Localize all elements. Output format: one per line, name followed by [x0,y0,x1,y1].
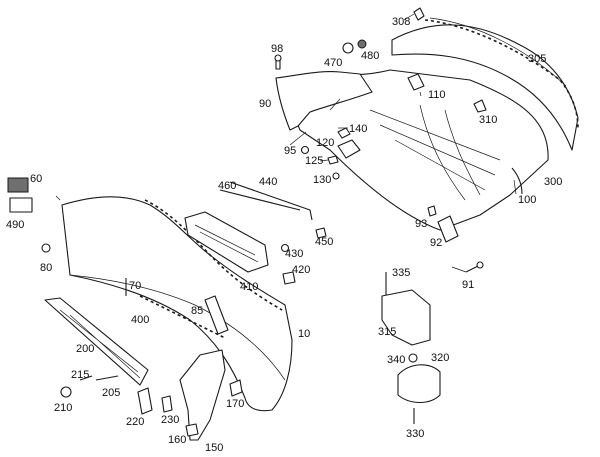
label-200: 200 [76,343,94,355]
label-440: 440 [259,176,277,188]
part-92-bracket [437,215,459,243]
leader-lines [55,13,517,273]
label-400: 400 [131,314,149,326]
label-80: 80 [40,262,52,274]
part-410-frame [184,211,269,273]
part-170-clip [229,379,243,397]
part-98-screw [274,54,282,70]
part-310-clip [473,99,487,113]
label-230: 230 [161,414,179,426]
part-80-nut [41,243,51,253]
label-130: 130 [313,174,331,186]
label-340: 340 [387,354,405,366]
part-215-bolt [79,375,93,381]
part-400-strip [139,295,226,339]
part-460-rail [219,189,301,211]
label-91: 91 [462,279,474,291]
label-110: 110 [428,89,446,101]
part-470-sensor [342,42,354,54]
part-110-bracket [407,73,425,91]
part-205-screw [95,375,119,381]
label-308: 308 [392,16,410,28]
part-420-clip [282,271,296,285]
part-340-nut [408,353,418,363]
part-210-washer [60,386,72,398]
label-215: 215 [71,369,89,381]
label-490: 490 [6,219,24,231]
label-335: 335 [392,267,410,279]
part-150-side-bracket [179,349,226,441]
part-91-screw [465,261,484,273]
part-308-clip [413,7,425,21]
part-315-mount [381,289,431,346]
label-210: 210 [54,402,72,414]
label-70: 70 [129,280,141,292]
label-310: 310 [479,114,497,126]
part-430-sensor [280,243,290,253]
label-300: 300 [544,176,562,188]
label-120: 120 [316,137,334,149]
label-330: 330 [406,428,424,440]
label-85: 85 [191,305,203,317]
part-120-sensor-bracket [337,139,361,159]
part-230-clip [161,395,173,413]
part-95-nut [300,145,310,155]
part-85-bracket [204,295,229,335]
part-450-clip [315,227,327,239]
label-60: 60 [30,173,42,185]
label-170: 170 [226,398,244,410]
part-305-trim-strip [391,17,579,151]
label-150: 150 [205,442,223,454]
part-220-bracket [137,387,153,415]
part-125-clip [327,155,339,165]
part-160-clip [185,423,199,437]
label-480: 480 [361,50,379,62]
part-140-clip [337,127,351,139]
part-90-carrier [275,71,373,131]
label-92: 92 [430,237,442,249]
label-320: 320 [431,352,449,364]
label-100: 100 [518,194,536,206]
label-470: 470 [324,57,342,69]
label-420: 420 [292,264,310,276]
label-305: 305 [528,53,546,65]
label-140: 140 [349,123,367,135]
part-10-bumper-cover [61,196,293,412]
label-220: 220 [126,416,144,428]
part-93-clip [427,205,437,217]
label-95: 95 [284,145,296,157]
label-410: 410 [240,281,258,293]
label-93: 93 [415,218,427,230]
label-460: 460 [218,180,236,192]
part-130-screw [332,172,340,180]
label-90: 90 [259,98,271,110]
part-200-guide [44,297,149,386]
part-60-reflector [7,177,29,193]
label-205: 205 [102,387,120,399]
part-480-grommet [357,39,367,49]
label-125: 125 [305,155,323,167]
label-450: 450 [315,236,333,248]
label-10: 10 [298,328,310,340]
part-490-reflector [9,197,33,213]
part-320-housing [397,364,441,404]
part-440-rail [229,181,313,221]
part-100-hook [511,167,523,195]
label-98: 98 [271,43,283,55]
label-430: 430 [285,248,303,260]
label-315: 315 [378,326,396,338]
label-160: 160 [168,434,186,446]
part-labels: 308 305 98 470 480 90 110 310 140 120 95… [6,16,562,454]
